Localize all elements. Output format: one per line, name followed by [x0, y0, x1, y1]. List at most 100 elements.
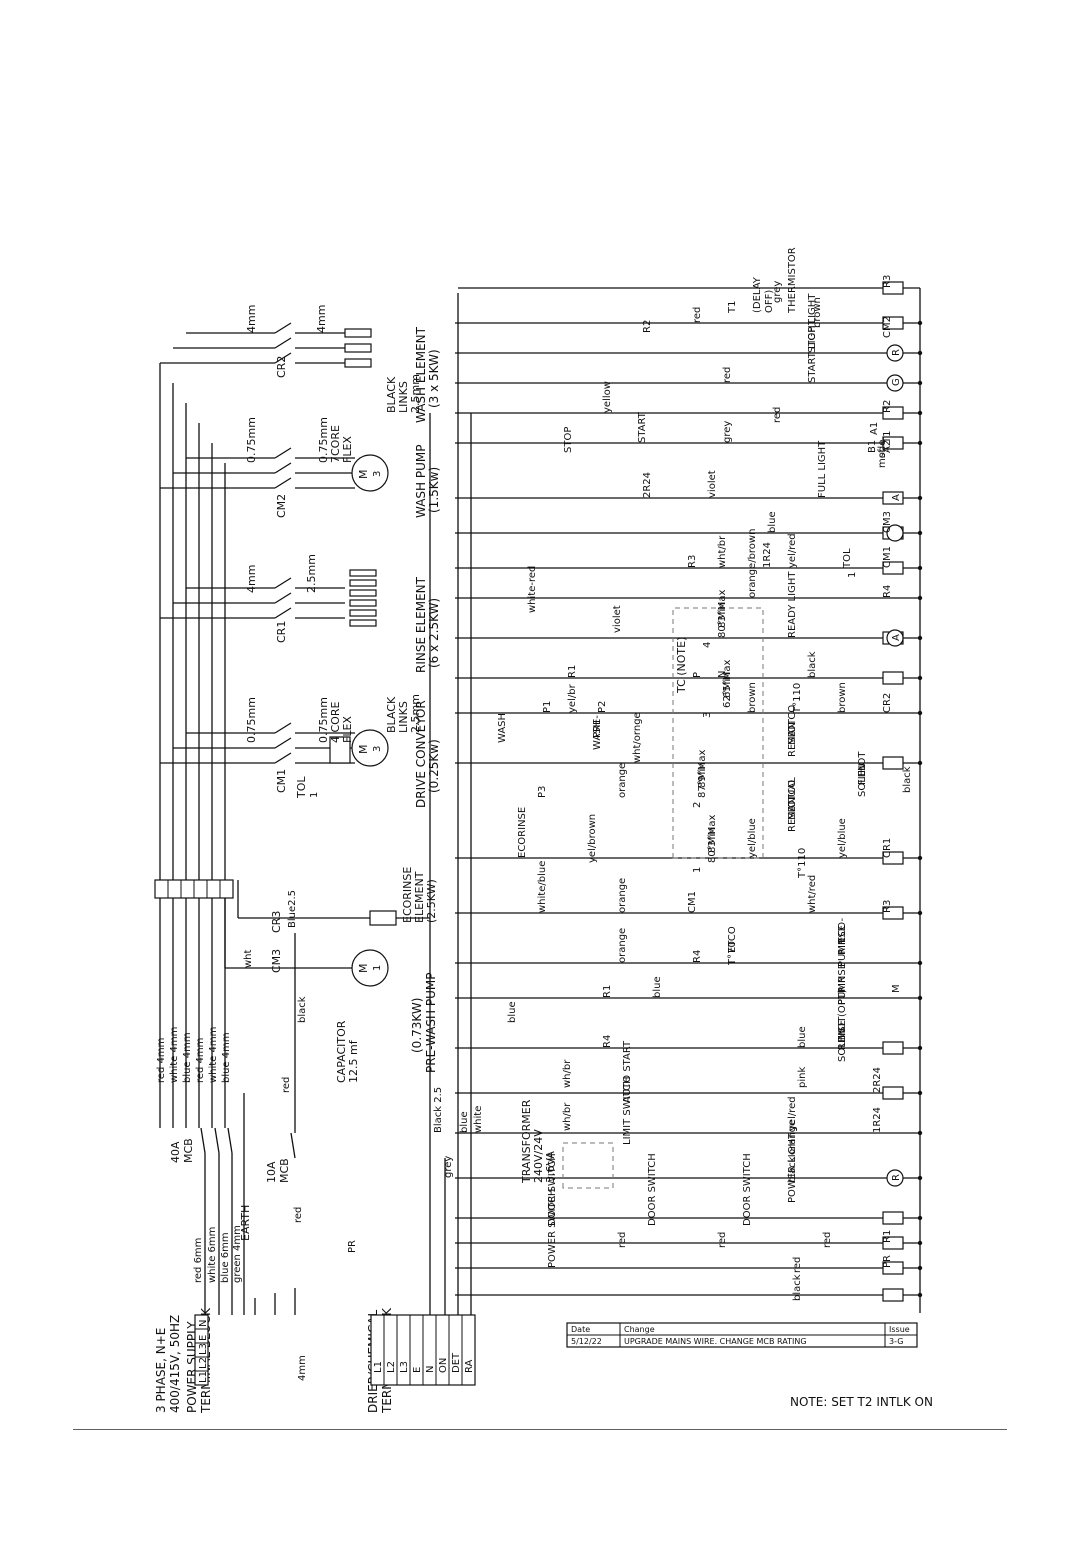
- transformer-va: 3.6VA: [544, 1151, 557, 1183]
- ctrl-tc1-max: 83°Max: [707, 815, 718, 853]
- ctrl-wash: WASH: [497, 713, 508, 743]
- ctrl-lamp-g: G: [891, 378, 902, 386]
- drive-flex1: 4 CORE: [329, 702, 342, 743]
- ctrl-ecorinse: ECORINSE: [517, 807, 528, 858]
- ctrl-yel-brown: yel/brown: [587, 814, 598, 863]
- rev-header-issue: Issue: [889, 1325, 910, 1334]
- mcb-10a: 10A MCB black red red: [265, 933, 308, 1223]
- ctrl-r2-coil: R2: [882, 400, 893, 413]
- bus-cable-3: red 4mm: [195, 1038, 206, 1083]
- ctrl-rp1: RINSE: [837, 963, 848, 993]
- ctrl-tc4-min: 80°Min: [717, 603, 728, 638]
- wash-pump-flex2: FLEX: [341, 436, 354, 463]
- ctrl-black4: black: [792, 1274, 803, 1301]
- rev-date: 5/12/22: [571, 1337, 602, 1346]
- ctrl-black2: black: [902, 766, 913, 793]
- drive-conveyor-name: DRIVE CONVEYOR: [414, 700, 428, 808]
- drive-tol: TOL: [295, 776, 308, 799]
- ctrl-cr1: CR1: [882, 838, 893, 858]
- ctrl-tc3-min: 62°Min: [722, 673, 733, 708]
- wash-element-name: WASH ELEMENT: [414, 326, 428, 423]
- ctrl-wht-red: wht/red: [807, 875, 818, 913]
- ctrl-cr2-24: 2R24: [642, 472, 653, 498]
- wash-pump-size1: 0.75mm: [245, 417, 258, 463]
- revision-table: Date Change Issue 5/12/22 UPGRADE MAINS …: [566, 1322, 918, 1348]
- note-text: NOTE: SET T2 INTLK ON: [790, 1395, 933, 1409]
- cable-blue6: blue 6mm: [220, 1232, 231, 1283]
- ctrl-r4b: R4: [692, 950, 703, 963]
- rinse-links-2: LINKS: [397, 701, 410, 733]
- wash-pump-motor-m: M: [357, 470, 370, 480]
- ctrl-p: P: [692, 672, 703, 678]
- ctrl-door1: DOOR SWITCH: [547, 1153, 558, 1226]
- rev-issue: 3-G: [889, 1337, 903, 1346]
- drive-size2: 0.75mm: [317, 697, 330, 743]
- ctrl-orange1: orange: [617, 763, 628, 798]
- mcb10-type: MCB: [278, 1158, 291, 1183]
- ctrl-red4: red: [617, 1232, 628, 1248]
- ctrl-lamp-r: R: [891, 349, 902, 356]
- ctrl-delay1: (DELAY: [752, 276, 763, 313]
- ctrl-t110: T°110: [792, 683, 803, 714]
- drier-cables: Black 2.5 grey blue white: [254, 293, 484, 1315]
- ctrl-p2: P2: [597, 701, 608, 713]
- drive-conveyor-rating: (0.25Kw): [427, 739, 441, 793]
- wire-blue: blue: [459, 1111, 470, 1133]
- ctrl-prewash2: WASH: [592, 720, 603, 750]
- drive-conveyor-cr: CM1: [275, 769, 288, 793]
- wash-pump-flex1: 7CORE: [329, 425, 342, 463]
- rev-header-date: Date: [571, 1325, 590, 1334]
- ctrl-blue4: blue: [797, 1026, 808, 1048]
- ctrl-p3: P3: [537, 786, 548, 798]
- ctrl-wht-orange: wht/ornge: [632, 712, 643, 763]
- mcb-wire-black: black: [297, 996, 308, 1023]
- ctrl-r2: R2: [642, 320, 653, 333]
- drive-motor-m: M: [357, 745, 370, 755]
- ctrl-stop-light: STOP LIGHT: [807, 293, 818, 353]
- supply-terminal-E: E: [198, 1335, 209, 1341]
- ctrl-orange-brown: orange/brown: [747, 529, 758, 598]
- ctrl-white-blue: white/blue: [537, 861, 548, 913]
- ctrl-limit-switch: LIMIT SWITCH: [622, 1076, 633, 1145]
- ctrl-yel-blue1: yel/blue: [747, 818, 758, 858]
- ctrl-violet-v: violet: [612, 605, 623, 633]
- wash-links-1: BLACK: [385, 376, 398, 413]
- rinse-element-size1: 4mm: [245, 565, 258, 593]
- wire-grey: grey: [443, 1156, 454, 1178]
- supply-terminal-L3: L3: [198, 1343, 209, 1355]
- mcb40-type: MCB: [182, 1138, 195, 1163]
- wash-pump-rating: (1.5Kw): [427, 467, 441, 513]
- drier-terminal-L2: L2: [386, 1361, 397, 1373]
- drier-terminal-E: E: [412, 1367, 423, 1373]
- rinse-element-name: RINSE ELEMENT: [414, 576, 428, 673]
- ctrl-full-light: FULL LIGHT: [817, 440, 828, 498]
- ctrl-a1: A1: [869, 422, 880, 435]
- mcb-wire-red: red: [281, 1077, 292, 1093]
- ctrl-red5: red: [717, 1232, 728, 1248]
- drive-flex2: FLEX: [341, 716, 354, 743]
- supply-phase: 3 PHASE, N+E: [154, 1328, 168, 1413]
- ctrl-wht-br: wht/br: [717, 535, 728, 568]
- wash-pump-cr: CM2: [275, 494, 288, 518]
- ctrl-tol-num: 1: [847, 572, 858, 578]
- ctrl-r1-24: 1R24: [872, 1107, 883, 1133]
- rinse-element-rating: (6 x 2.5KW): [427, 598, 441, 668]
- ctrl-power-switch: POWER SWITCH: [547, 1189, 558, 1268]
- ctrl-grey1: grey: [772, 281, 783, 303]
- power-supply-block: 3 PHASE, N+E 400/415V, 50HZ POWER SUPPLY…: [154, 1307, 213, 1414]
- ctrl-hotfill3: SOLEN: [857, 763, 868, 797]
- ctrl-lamp-r2: R: [891, 1174, 902, 1181]
- drier-chemical-block: DRIER/CHEMICAL TERMINAL BLOCK L1L2L3ENON…: [297, 1307, 476, 1414]
- ctrl-violet: violet: [707, 470, 718, 498]
- ctrl-tc4: 4: [702, 642, 713, 648]
- rinse-links-1: BLACK: [385, 696, 398, 733]
- rinse-element: CR1 4mm 2.5mm RINSE ELEMENT (6 x 2.5KW) …: [160, 554, 441, 733]
- supply-terminal-N: N: [198, 1320, 209, 1327]
- ctrl-door3: DOOR SWITCH: [742, 1153, 753, 1226]
- supply-cables: red 6mm white 6mm blue 6mm green 4mm: [193, 1153, 245, 1315]
- ctrl-n: N: [717, 671, 728, 678]
- prewash-cr: CM3: [270, 949, 283, 973]
- ctrl-delay2: OFF): [764, 290, 775, 313]
- ctrl-tc2-max: 89°Max: [697, 750, 708, 788]
- ctrl-grey2: grey: [722, 421, 733, 443]
